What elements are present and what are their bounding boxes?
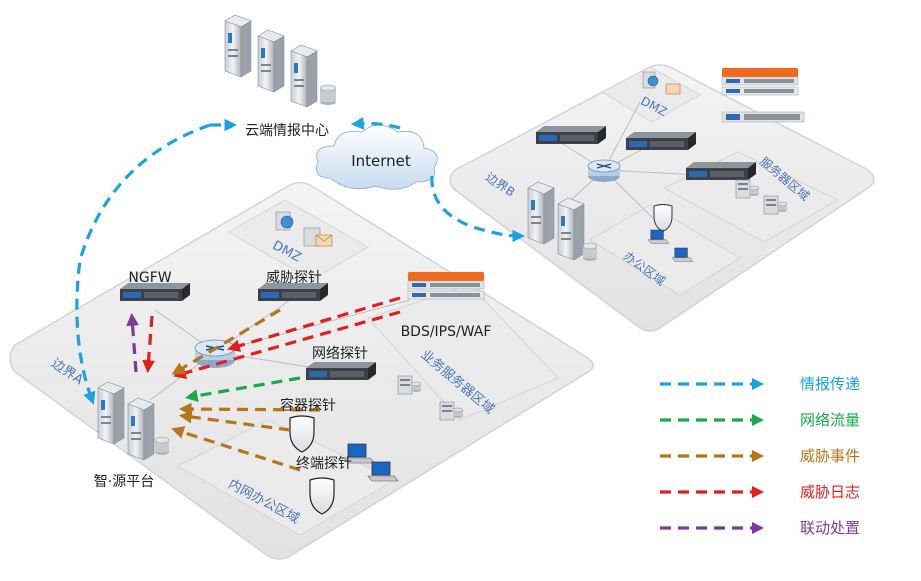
- threat-probe-label: 威胁探针: [266, 270, 322, 286]
- network-probe-device: [306, 362, 376, 380]
- border-b-device: [626, 132, 696, 150]
- legend-arrowhead: [752, 414, 764, 426]
- border-b-probe: [686, 162, 756, 180]
- legend-item: 情报传递: [660, 375, 860, 393]
- border-b-firewall: [536, 126, 606, 144]
- platform-network-a: [9, 181, 594, 560]
- flow-container-event: [178, 402, 321, 416]
- border-b-servers: [527, 181, 598, 261]
- legend-arrowhead: [752, 378, 764, 390]
- internet-cloud: [316, 124, 438, 190]
- flow-internet-to-center: [350, 116, 401, 130]
- border-b-bds-device: [721, 67, 799, 96]
- endpoint-probe-label: 终端探针: [296, 456, 352, 472]
- flow-bds-log-1: [227, 296, 401, 352]
- legend-label: 威胁日志: [800, 483, 860, 501]
- dmz-a-icons: [275, 211, 333, 247]
- ngfw-label: NGFW: [128, 270, 171, 286]
- flow-ngfw-log: [142, 315, 155, 374]
- router-a-icon: [194, 339, 236, 368]
- legend-arrowhead: [752, 450, 764, 462]
- flow-bds-log-2: [173, 310, 401, 380]
- legend-item: 威胁日志: [660, 483, 860, 501]
- internet-label: Internet: [351, 152, 411, 170]
- bds-device: [407, 271, 485, 300]
- flow-endpoint-event: [171, 426, 301, 472]
- flow-arrows: [75, 116, 526, 472]
- legend-item: 联动处置: [660, 519, 860, 537]
- cloud-intel-servers: [224, 14, 337, 108]
- platform-label: 智·源平台: [94, 474, 154, 490]
- legend-arrowhead: [752, 486, 764, 498]
- legend-label: 网络流量: [800, 411, 860, 429]
- flow-intel-to-platform: [75, 123, 211, 405]
- flow-network-traffic: [184, 376, 301, 402]
- bds-label: BDS/IPS/WAF: [401, 324, 492, 340]
- legend-item: 网络流量: [660, 411, 860, 429]
- legend-arrowhead: [752, 522, 764, 534]
- legend-item: 威胁事件: [660, 447, 860, 465]
- flow-threat-probe-event: [171, 308, 281, 375]
- legend-label: 威胁事件: [800, 447, 860, 465]
- legend-label: 联动处置: [800, 519, 860, 537]
- cloud-center-label: 云端情报中心: [245, 123, 329, 139]
- legend-label: 情报传递: [800, 375, 860, 393]
- flow-linkage: [126, 312, 139, 373]
- router-b-icon: [587, 159, 621, 182]
- border-b-device-stack: [721, 111, 805, 123]
- platform-servers-a: [97, 381, 170, 461]
- container-probe-label: 容器探针: [280, 397, 336, 414]
- network-probe-label: 网络探针: [312, 346, 368, 362]
- dmz-b-icons: [642, 71, 681, 95]
